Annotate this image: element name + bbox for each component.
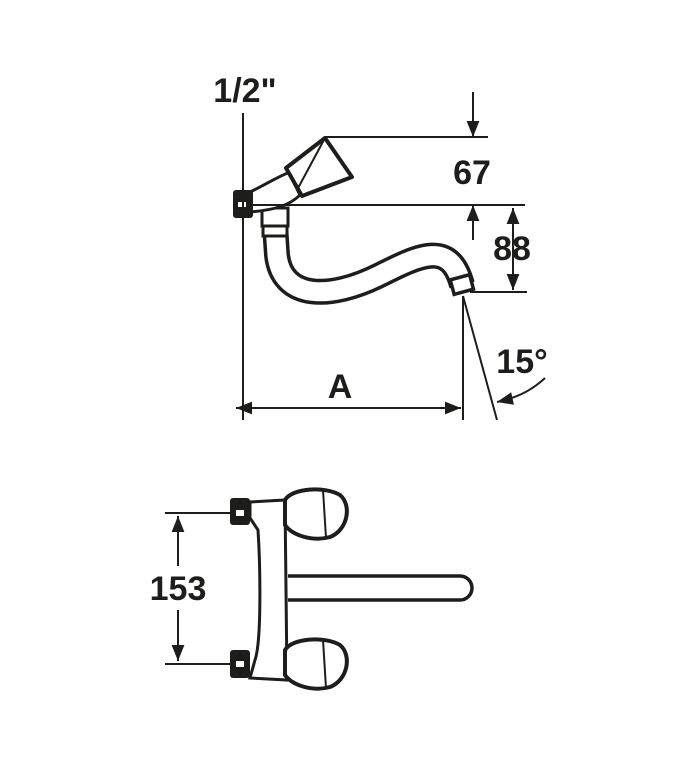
centers-distance-label: 153 — [150, 570, 207, 608]
top-handle-upper — [283, 487, 349, 541]
thread-size-label: 1/2" — [213, 72, 276, 110]
side-view: 1/2" 67 88 15° A — [213, 72, 548, 421]
top-body — [248, 498, 289, 682]
top-handle-lower — [283, 637, 349, 691]
angle-label: 15° — [496, 343, 547, 381]
spout-drop-label: 88 — [493, 230, 531, 268]
top-view: 153 — [150, 487, 474, 691]
spout-nozzle — [448, 272, 476, 297]
spout-inner — [265, 224, 472, 302]
reach-label: A — [328, 368, 353, 406]
top-spout — [288, 574, 474, 602]
handle-height-label: 67 — [453, 154, 491, 192]
